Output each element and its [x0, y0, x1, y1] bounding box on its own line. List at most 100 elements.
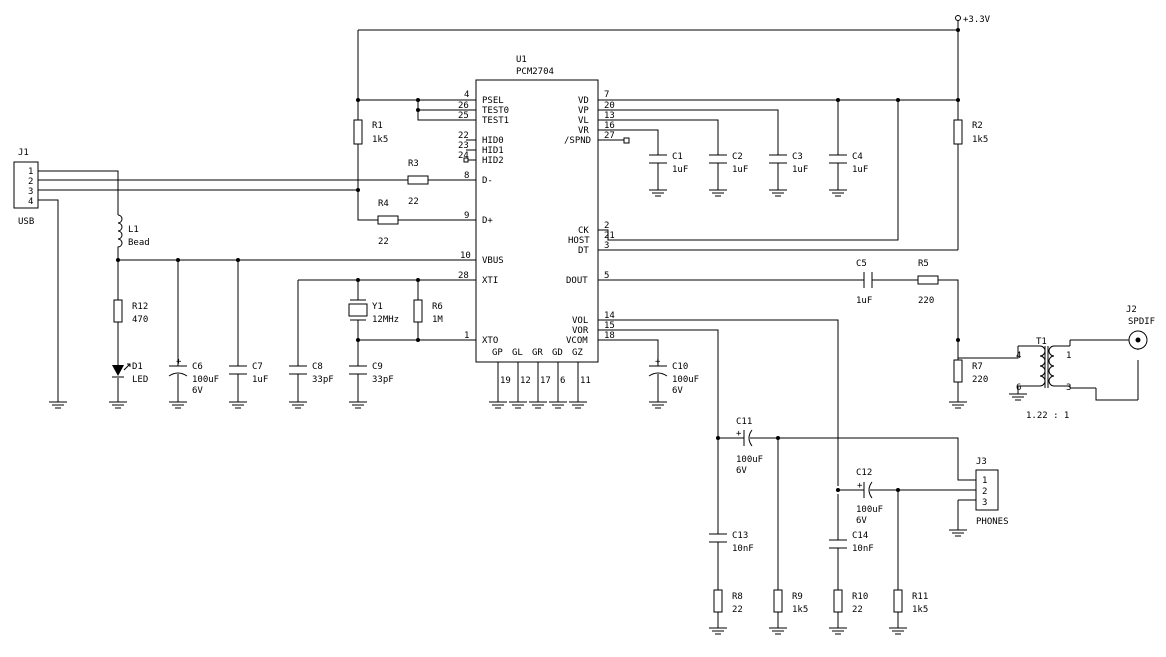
j1-ref: J1: [18, 148, 29, 158]
u1-ref: U1: [516, 55, 527, 65]
capacitor-c14: C14 10nF: [829, 531, 874, 554]
c7-value: 1uF: [252, 375, 268, 385]
j3-ref: J3: [976, 457, 987, 467]
y1-value: 12MHz: [372, 315, 399, 325]
pin-number: 23: [458, 141, 469, 151]
led-d1: D1 LED: [112, 362, 148, 385]
r4-ref: R4: [378, 199, 389, 209]
pin-name: VOL: [572, 316, 588, 326]
ground-icon: [549, 401, 567, 409]
pin-number: 17: [540, 376, 551, 386]
r5-value: 220: [918, 296, 934, 306]
ground-icon: [709, 189, 727, 197]
pin-name: VOR: [572, 326, 589, 336]
capacitor-c11: + C11 100uF 6V: [736, 417, 763, 476]
pin-number: 4: [1016, 351, 1021, 361]
r6-ref: R6: [432, 302, 443, 312]
pin-name: VL: [578, 116, 589, 126]
pin-number: 9: [464, 211, 469, 221]
pin-number: 3: [1066, 383, 1071, 393]
c11-ref: C11: [736, 417, 752, 427]
ground-icon: [229, 401, 247, 409]
resistors: R1 1k5 R2 1k5 R3 22 R4 22 R5 220 R6 1M: [113, 119, 988, 615]
pin-number: 7: [604, 90, 609, 100]
ground-icon: [889, 627, 907, 635]
c8-value: 33pF: [312, 375, 334, 385]
ground-icon: [169, 401, 187, 409]
ground-icon: [109, 401, 127, 409]
c10-value: 100uF: [672, 375, 699, 385]
ground-icon: [489, 401, 507, 409]
ground-icon: [529, 401, 547, 409]
pin-number: 24: [458, 151, 469, 161]
c4-value: 1uF: [852, 165, 868, 175]
pin-number: 12: [520, 376, 531, 386]
pin-name: XTI: [482, 276, 498, 286]
capacitor-c5: C5 1uF: [856, 259, 873, 306]
pin-name: HOST: [568, 236, 590, 246]
pin-name: HID1: [482, 146, 504, 156]
resistor-r11: R11 1k5: [893, 589, 928, 615]
pin-name: TEST1: [482, 116, 509, 126]
pin-name: HID0: [482, 136, 504, 146]
pin-name: D+: [482, 216, 493, 226]
pin-name: GL: [512, 348, 523, 358]
r11-value: 1k5: [912, 605, 928, 615]
capacitor-c1: C1 1uF: [649, 152, 688, 175]
pin-number: 28: [458, 271, 469, 281]
r2-value: 1k5: [972, 135, 988, 145]
j2-spdif-connector: J2 SPDIF: [1126, 305, 1155, 350]
inductor-l1: L1 Bead: [117, 214, 150, 250]
ground-icon: [709, 627, 727, 635]
u1-pcm2704: U1 PCM2704 PSEL TEST0 TEST1 HID0 HID1 HI…: [458, 55, 630, 386]
junctions: [116, 28, 960, 492]
r1-ref: R1: [372, 121, 383, 131]
pin-name: TEST0: [482, 106, 509, 116]
capacitor-c3: C3 1uF: [769, 152, 808, 175]
pin-name: /SPND: [564, 136, 591, 146]
polarity-mark: +: [857, 481, 863, 491]
polarity-mark: +: [176, 357, 182, 367]
pin-number: 1: [982, 476, 987, 486]
c6-value: 100uF: [192, 375, 219, 385]
pin-name: GR: [532, 348, 543, 358]
ground-icon: [49, 401, 67, 409]
r9-ref: R9: [792, 592, 803, 602]
j2-label: SPDIF: [1128, 317, 1155, 327]
r4-value: 22: [378, 237, 389, 247]
l1-value: Bead: [128, 238, 150, 248]
ground-icon: [569, 401, 587, 409]
pin-name: DOUT: [566, 276, 588, 286]
c10-ref: C10: [672, 362, 688, 372]
pin-number: 16: [604, 121, 615, 131]
j2-ref: J2: [1126, 305, 1137, 315]
c4-ref: C4: [852, 152, 863, 162]
pin-number: 2: [982, 487, 987, 497]
resistor-r12: R12 470: [113, 299, 148, 325]
pin-name: GP: [492, 348, 503, 358]
c2-ref: C2: [732, 152, 743, 162]
polarity-mark: +: [736, 429, 742, 439]
r3-ref: R3: [408, 159, 419, 169]
r6-value: 1M: [432, 315, 443, 325]
t1-ref: T1: [1036, 337, 1047, 347]
c12-value: 100uF: [856, 505, 883, 515]
c7-ref: C7: [252, 362, 263, 372]
d1-value: LED: [132, 375, 148, 385]
capacitor-c10: + C10 100uF 6V: [648, 357, 699, 396]
pin-name: HID2: [482, 156, 504, 166]
pin-number: 10: [460, 251, 471, 261]
l1-ref: L1: [128, 225, 139, 235]
ground-icon: [649, 401, 667, 409]
u1-part: PCM2704: [516, 67, 554, 77]
r10-ref: R10: [852, 592, 868, 602]
capacitor-c8: C8 33pF: [289, 362, 334, 385]
pin-name: CK: [578, 226, 589, 236]
c11-voltage: 6V: [736, 466, 747, 476]
j1-label: USB: [18, 217, 34, 227]
ground-icon: [949, 529, 967, 537]
r8-ref: R8: [732, 592, 743, 602]
pin-number: 8: [464, 171, 469, 181]
c14-value: 10nF: [852, 544, 874, 554]
pin-number: 1: [464, 331, 469, 341]
